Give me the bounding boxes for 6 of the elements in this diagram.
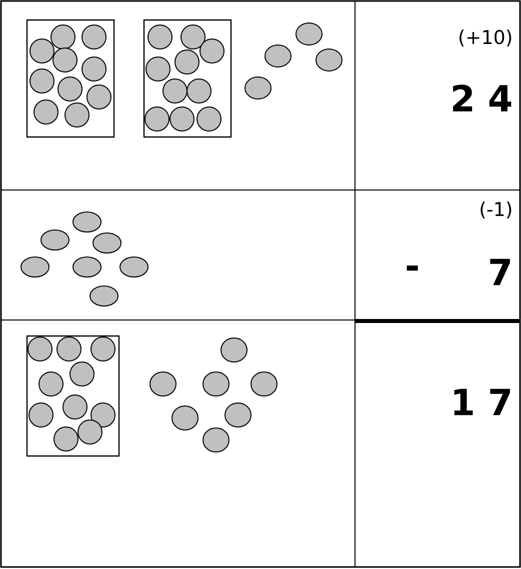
cell-text: 7 bbox=[490, 258, 510, 286]
cell-text: 2 4 bbox=[453, 84, 512, 112]
cell-text: (-1) bbox=[480, 202, 512, 218]
cell-text: 1 7 bbox=[454, 388, 510, 416]
cell-text: (+10) bbox=[460, 30, 512, 46]
cell-text: - bbox=[406, 266, 418, 271]
